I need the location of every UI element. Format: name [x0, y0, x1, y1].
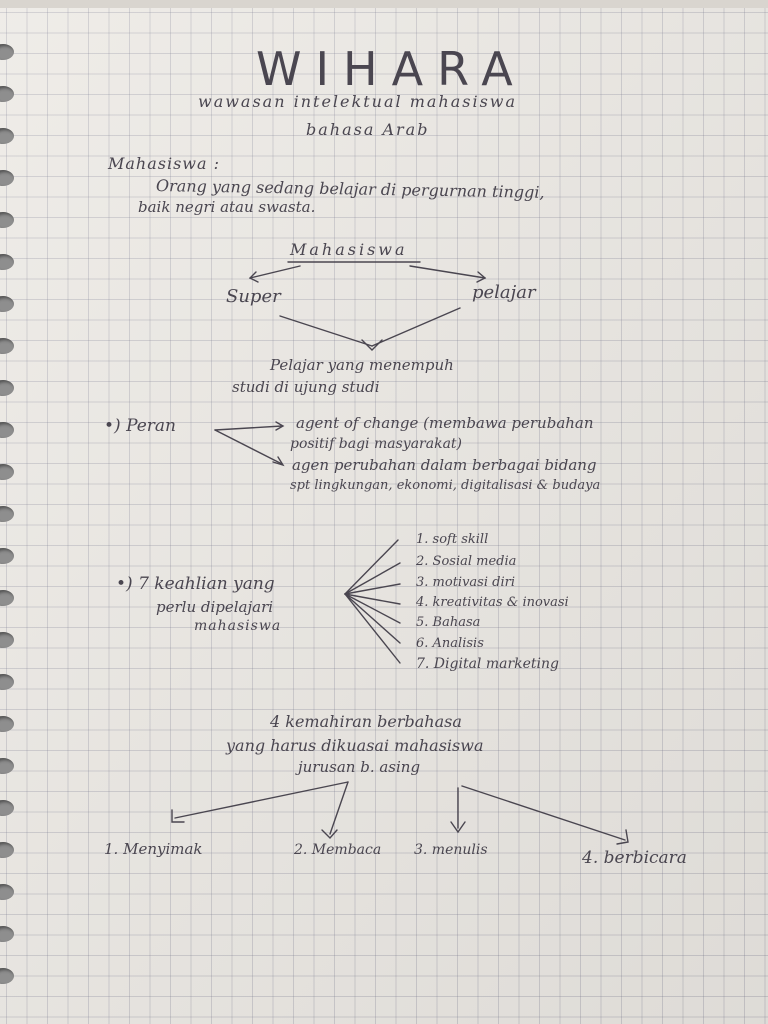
binding-hole [0, 800, 14, 816]
list-item: 4. kreativitas & inovasi [416, 595, 569, 610]
keahlian-label-line-1: •) 7 keahlian yang [116, 574, 275, 594]
peran-label: •) Peran [104, 416, 177, 436]
binding-hole [0, 212, 14, 228]
binding-hole [0, 926, 14, 942]
list-item: 2. Membaca [294, 842, 382, 858]
binding-hole [0, 968, 14, 984]
kemahiran-line-2: yang harus dikuasai mahasiswa [226, 736, 484, 755]
binding-hole [0, 44, 14, 60]
list-item: 7. Digital marketing [416, 656, 560, 672]
binding-hole [0, 380, 14, 396]
binding-hole [0, 842, 14, 858]
peran-item-1-line-2: positif bagi masyarakat) [290, 436, 463, 452]
list-item: 3. motivasi diri [416, 575, 515, 590]
list-item: 1. soft skill [416, 532, 489, 547]
list-item: 4. berbicara [582, 848, 687, 868]
list-item: 5. Bahasa [416, 615, 481, 630]
diagram-left: Super [226, 286, 281, 307]
definition-line-2: baik negri atau swasta. [138, 198, 316, 216]
peran-item-2-line-2: spt lingkungan, ekonomi, digitalisasi & … [290, 478, 601, 493]
binding-hole [0, 548, 14, 564]
diagram-result-line-1: Pelajar yang menempuh [270, 356, 454, 374]
binding-hole [0, 464, 14, 480]
page-title: WIHARA [256, 42, 527, 96]
binding-hole [0, 758, 14, 774]
list-item: 1. Menyimak [104, 840, 203, 858]
binding-hole [0, 632, 14, 648]
subtitle-line-1: wawasan intelektual mahasiswa [198, 92, 518, 111]
list-item: 3. menulis [414, 842, 488, 858]
keahlian-label-line-2: perlu dipelajari [156, 598, 274, 616]
binding-hole [0, 338, 14, 354]
list-item: 2. Sosial media [416, 554, 517, 569]
subtitle-line-2: bahasa Arab [306, 120, 430, 139]
binding-hole [0, 506, 14, 522]
binding-hole [0, 170, 14, 186]
binding-hole [0, 590, 14, 606]
list-item: 6. Analisis [416, 636, 484, 651]
peran-item-2-line-1: agen perubahan dalam berbagai bidang [292, 456, 597, 474]
binding-hole [0, 422, 14, 438]
diagram-right: pelajar [472, 282, 536, 303]
kemahiran-line-1: 4 kemahiran berbahasa [270, 712, 462, 731]
binding-hole [0, 296, 14, 312]
binding-hole [0, 674, 14, 690]
binding-hole [0, 716, 14, 732]
kemahiran-line-3: jurusan b. asing [298, 758, 421, 776]
binding-hole [0, 128, 14, 144]
binding-hole [0, 884, 14, 900]
diagram-center: Mahasiswa [290, 240, 408, 259]
binding-hole [0, 254, 14, 270]
diagram-result-line-2: studi di ujung studi [232, 378, 380, 396]
keahlian-label-line-3: mahasiswa [194, 618, 282, 634]
definition-heading: Mahasiswa : [108, 154, 221, 173]
peran-item-1-line-1: agent of change (membawa perubahan [296, 414, 594, 432]
binding-hole [0, 86, 14, 102]
